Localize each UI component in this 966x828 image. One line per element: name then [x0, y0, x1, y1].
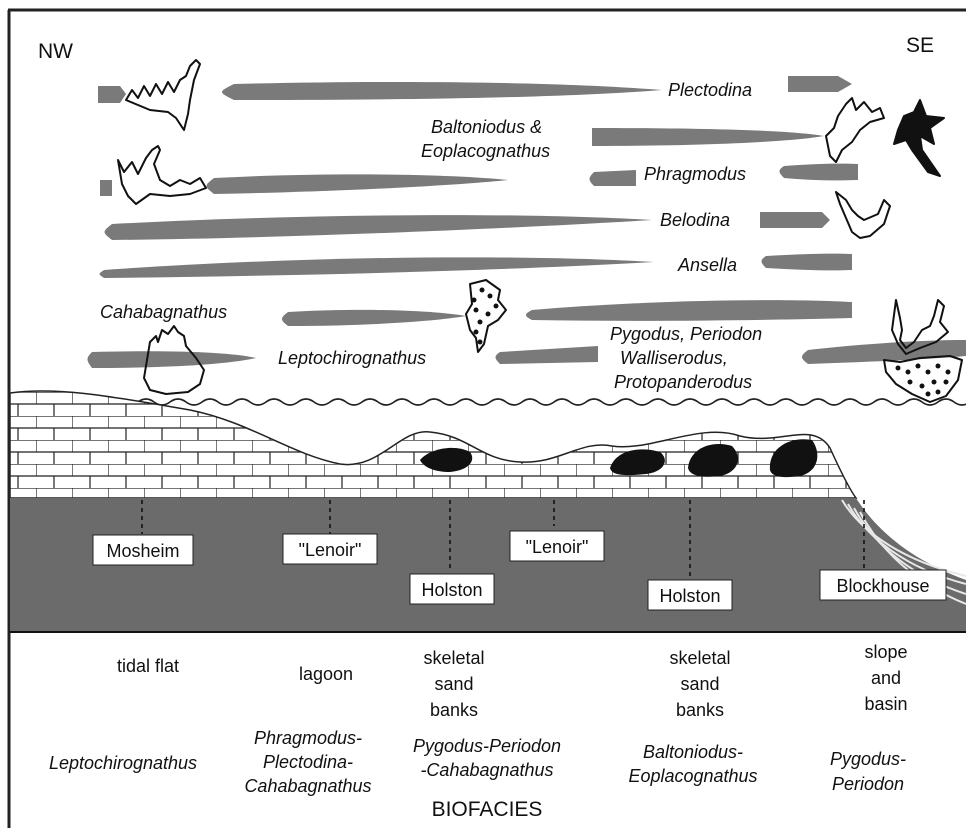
formation-blockhouse: Blockhouse: [836, 576, 929, 596]
env-sand-banks-2-line-2: sand: [680, 674, 719, 694]
env-sand-banks-2-line-1: skeletal: [669, 648, 730, 668]
biofacies-5-line-1: Pygodus-: [830, 749, 906, 769]
biofacies-2-line-1: Phragmodus-: [254, 728, 362, 748]
compass-nw: NW: [38, 40, 73, 63]
environment-labels: tidal flat lagoon skeletal sand banks sk…: [117, 642, 908, 720]
formation-lenoir-2: "Lenoir": [526, 537, 589, 557]
label-leptochirognathus: Leptochirognathus: [278, 348, 426, 368]
label-belodina: Belodina: [660, 210, 730, 230]
env-sand-banks-1-line-3: banks: [430, 700, 478, 720]
formation-mosheim: Mosheim: [106, 541, 179, 561]
conodont-phragmodus-icon: [118, 146, 206, 204]
range-bar-baltoniodus: [592, 128, 824, 146]
compass-se: SE: [906, 34, 934, 57]
conodont-baltoniodus-icon: [826, 98, 884, 162]
formation-lenoir-1: "Lenoir": [299, 540, 362, 560]
label-pygodus-1: Pygodus, Periodon: [610, 324, 762, 344]
biofacies-3-line-1: Pygodus-Periodon: [413, 736, 561, 756]
biofacies-2-line-3: Cahabagnathus: [244, 776, 371, 796]
label-plectodina: Plectodina: [668, 80, 752, 100]
biofacies-5-line-2: Periodon: [832, 774, 904, 794]
formation-holston-2: Holston: [659, 586, 720, 606]
biofacies-4-line-2: Eoplacognathus: [628, 766, 757, 786]
env-sand-banks-2-line-3: banks: [676, 700, 724, 720]
range-bar-belodina-right: [760, 212, 830, 228]
label-pygodus-3: Protopanderodus: [614, 372, 752, 392]
conodont-star-icon: [894, 100, 944, 176]
range-bar-phragmodus-main: [207, 174, 509, 194]
env-slope-basin-line-3: basin: [864, 694, 907, 714]
range-bar-phragmodus-right: [780, 164, 859, 181]
label-baltoniodus-2: Eoplacognathus: [421, 141, 550, 161]
range-bar-ansella-main: [100, 257, 655, 278]
env-slope-basin-line-1: slope: [864, 642, 907, 662]
env-sand-banks-1-line-1: skeletal: [423, 648, 484, 668]
conodont-leptochirognathus-icon: [466, 280, 506, 352]
label-cahabagnathus: Cahabagnathus: [100, 302, 227, 322]
range-bar-cahabagnathus-main: [282, 310, 466, 326]
biofacies-1-line-1: Leptochirognathus: [49, 753, 197, 773]
range-bar-phragmodus-mid: [590, 170, 637, 186]
range-bar-pygodus-mid: [496, 346, 599, 364]
range-bar-ansella-right: [762, 254, 853, 271]
range-bar-plectodina-left: [98, 86, 126, 103]
range-bar-plectodina-right: [788, 76, 852, 92]
range-bar-belodina-main: [105, 215, 653, 240]
range-bar-plectodina-main: [222, 82, 662, 100]
label-pygodus-2: Walliserodus,: [620, 348, 728, 368]
range-bar-left-lower: [88, 351, 257, 368]
biofacies-3-line-2: -Cahabagnathus: [420, 760, 553, 780]
label-baltoniodus-1: Baltoniodus &: [431, 117, 542, 137]
formation-holston-1: Holston: [421, 580, 482, 600]
carbonate-platform: [10, 391, 856, 498]
conodont-periodon-icon: [884, 356, 962, 402]
env-sand-banks-1-line-2: sand: [434, 674, 473, 694]
range-bar-left-small: [100, 180, 112, 196]
label-phragmodus: Phragmodus: [644, 164, 746, 184]
env-slope-basin-line-2: and: [871, 668, 901, 688]
biofacies-heading: BIOFACIES: [432, 798, 543, 821]
conodont-plectodina-icon: [126, 60, 200, 130]
label-ansella: Ansella: [677, 255, 737, 275]
env-tidal-flat: tidal flat: [117, 656, 179, 676]
env-lagoon: lagoon: [299, 664, 353, 684]
conodont-belodina-icon: [836, 192, 890, 238]
range-bar-pygodus-upper: [526, 300, 852, 321]
biofacies-2-line-2: Plectodina-: [263, 752, 353, 772]
biofacies-4-line-1: Baltoniodus-: [643, 742, 743, 762]
biofacies-labels: Leptochirognathus Phragmodus- Plectodina…: [49, 728, 906, 821]
